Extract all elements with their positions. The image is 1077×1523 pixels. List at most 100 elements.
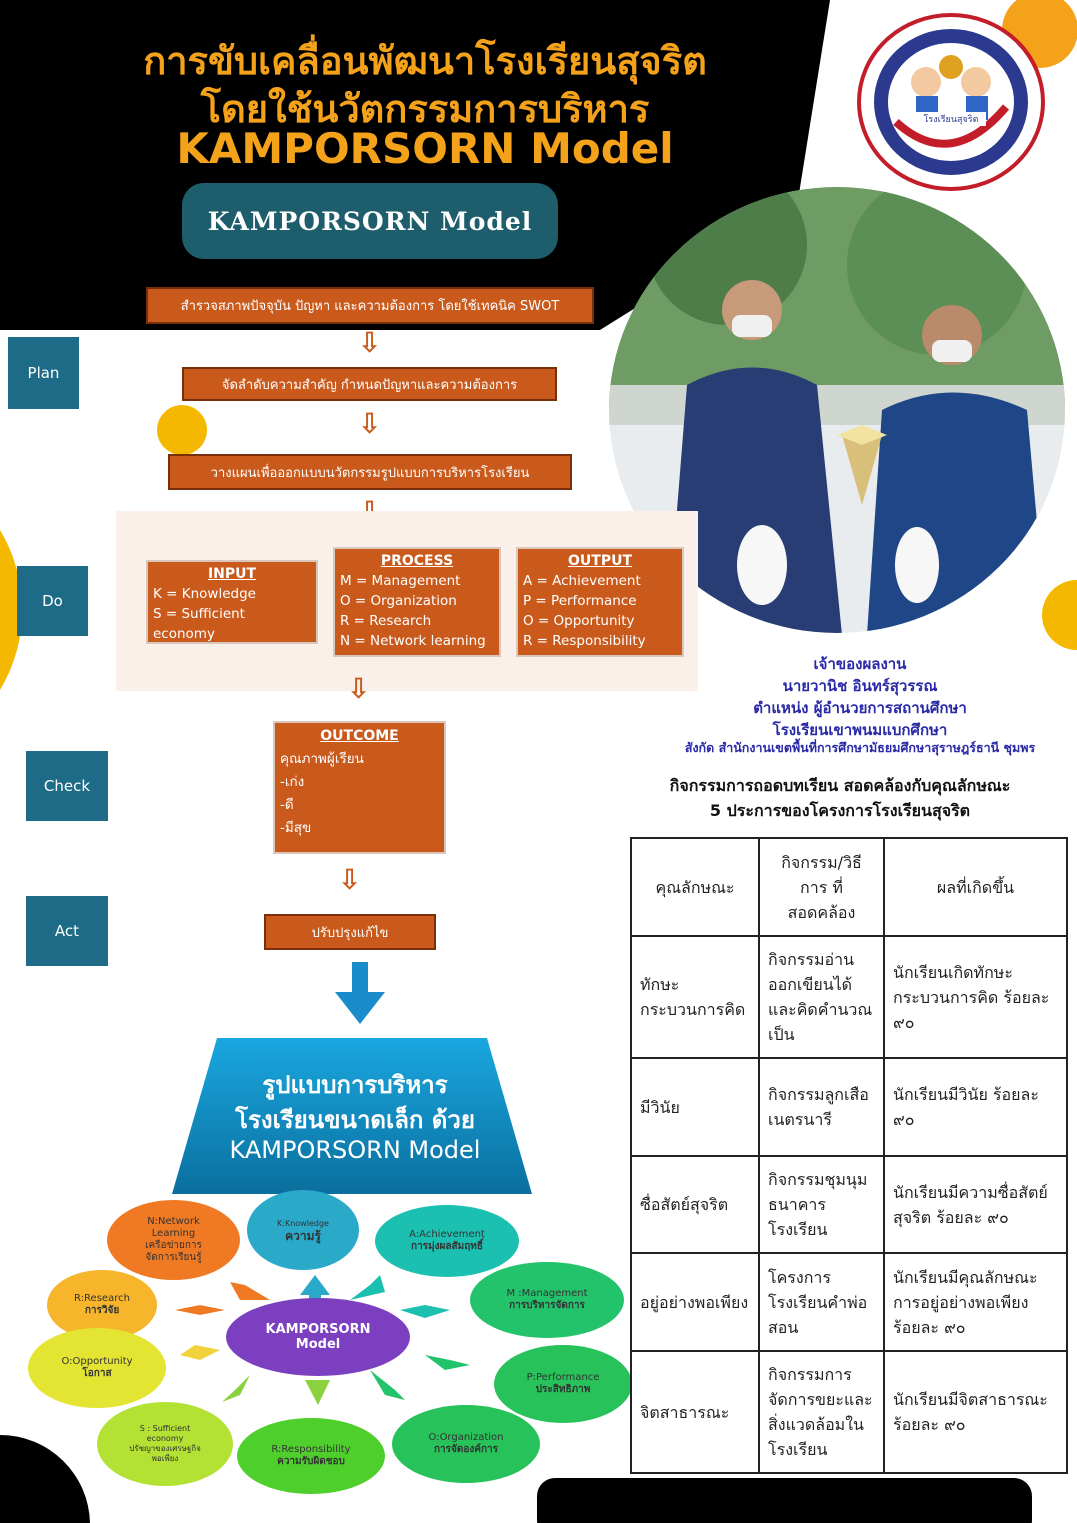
outcome-item: -ดี xyxy=(280,797,294,813)
arrow-down-icon: ⇩ xyxy=(347,672,371,705)
output-item: O = Opportunity xyxy=(523,613,635,629)
input-item: K = Knowledge xyxy=(153,586,256,602)
table-cell: กิจกรรมชุมนุมธนาคารโรงเรียน xyxy=(758,1155,885,1254)
table-cell: กิจกรรมลูกเสือ เนตรนารี xyxy=(758,1057,885,1157)
step-survey: สำรวจสภาพปัจจุบัน ปัญหา และความต้องการ โ… xyxy=(146,287,594,324)
wheel-label-th: การมุ่งผลสัมฤทธิ์ xyxy=(411,1241,483,1252)
output-panel: OUTPUT A = Achievement P = Performance O… xyxy=(516,547,684,657)
table-cell: อยู่อย่างพอเพียง xyxy=(630,1252,760,1352)
outcome-item: -เก่ง xyxy=(280,774,305,790)
wheel-label: เครือข่ายการ xyxy=(145,1240,202,1251)
wheel-label-th: โอกาส xyxy=(82,1368,112,1379)
table-cell: กิจกรรมอ่านออกเขียนได้และคิดคำนวณเป็น xyxy=(758,935,885,1059)
characteristics-table: คุณลักษณะ กิจกรรม/วิธีการ ที่สอดคล้อง ผล… xyxy=(630,837,1068,1474)
wheel-sufficient: S : Sufficient economy ปรัชญาของเศรษฐกิจ… xyxy=(97,1402,233,1486)
outcome-item: -มีสุข xyxy=(280,820,312,836)
outcome-panel: OUTCOME คุณภาพผู้เรียน -เก่ง -ดี -มีสุข xyxy=(273,721,446,854)
wheel-label-th: ความรู้ xyxy=(285,1229,321,1243)
model-badge: KAMPORSORN Model xyxy=(182,183,558,259)
wheel-knowledge: K:Knowledge ความรู้ xyxy=(247,1190,359,1270)
wheel-network: N:Network Learning เครือข่ายการ จัดการเร… xyxy=(107,1200,240,1280)
arrow-down-icon: ⇩ xyxy=(338,863,362,896)
wheel-label: O:Organization xyxy=(428,1432,504,1443)
table-row: ทักษะกระบวนการคิด กิจกรรมอ่านออกเขียนได้… xyxy=(630,935,1068,1059)
wheel-label: พอเพียง xyxy=(151,1454,179,1463)
step-improve: ปรับปรุงแก้ไข xyxy=(264,914,436,950)
pyramid-banner xyxy=(172,1038,532,1194)
table-cell: ซื่อสัตย์สุจริต xyxy=(630,1155,760,1254)
table-cell: นักเรียนเกิดทักษะกระบวนการคิด ร้อยละ ๙๐ xyxy=(883,935,1068,1059)
wheel-achievement: A:Achievement การมุ่งผลสัมฤทธิ์ xyxy=(375,1205,519,1277)
table-cell: โครงการโรงเรียนคำพ่อสอน xyxy=(758,1252,885,1352)
step-prioritize: จัดลำดับความสำคัญ กำหนดปัญหาและความต้องก… xyxy=(182,367,557,401)
process-item: N = Network learning xyxy=(340,633,486,649)
wheel-center-line: Model xyxy=(295,1337,341,1352)
table-header-cell: คุณลักษณะ xyxy=(630,837,760,937)
table-cell: มีวินัย xyxy=(630,1057,760,1157)
owner-name: นายวานิช อินทร์สุวรรณ xyxy=(782,677,938,695)
table-cell: จิตสาธารณะ xyxy=(630,1350,760,1474)
wheel-label-th: การจัดองค์การ xyxy=(433,1444,498,1455)
owner-heading: เจ้าของผลงาน xyxy=(813,655,907,673)
table-cell: นักเรียนมีคุณลักษณะการอยู่อย่างพอเพียง ร… xyxy=(883,1252,1068,1352)
outcome-heading: OUTCOME xyxy=(320,728,399,744)
wheel-label-th: การบริหารจัดการ xyxy=(509,1300,585,1311)
output-heading: OUTPUT xyxy=(568,553,632,569)
title-line-3: KAMPORSORN Model xyxy=(176,124,674,173)
outcome-item: คุณภาพผู้เรียน xyxy=(280,751,364,767)
title-line-2: โดยใช้นวัตกรรมการบริหาร xyxy=(200,87,650,131)
table-row: มีวินัย กิจกรรมลูกเสือ เนตรนารี นักเรียน… xyxy=(630,1057,1068,1157)
table-row: ซื่อสัตย์สุจริต กิจกรรมชุมนุมธนาคารโรงเร… xyxy=(630,1155,1068,1254)
table-cell: ทักษะกระบวนการคิด xyxy=(630,935,760,1059)
process-item: O = Organization xyxy=(340,593,457,609)
arrow-down-icon: ⇩ xyxy=(358,326,382,359)
wheel-label: K:Knowledge xyxy=(277,1219,329,1228)
wheel-arrows xyxy=(175,1275,470,1405)
input-item: S = Sufficient economy xyxy=(153,606,245,642)
table-row: อยู่อย่างพอเพียง โครงการโรงเรียนคำพ่อสอน… xyxy=(630,1252,1068,1352)
wheel-label: S : Sufficient xyxy=(139,1424,191,1433)
input-heading: INPUT xyxy=(207,566,257,582)
wheel-label: R:Responsibility xyxy=(271,1444,351,1455)
table-title-line-2: 5 ประการของโครงการโรงเรียนสุจริต xyxy=(709,801,971,820)
table-header-cell: ผลที่เกิดขึ้น xyxy=(883,837,1068,937)
title-line-1: การขับเคลื่อนพัฒนาโรงเรียนสุจริต xyxy=(143,39,707,83)
wheel-management: M :Management การบริหารจัดการ xyxy=(470,1262,624,1338)
phase-act: Act xyxy=(26,896,108,966)
wheel-label: M :Management xyxy=(506,1288,588,1299)
wheel-label: A:Achievement xyxy=(409,1229,485,1240)
wheel-label: จัดการเรียนรู้ xyxy=(145,1252,202,1263)
wheel-opportunity: O:Opportunity โอกาส xyxy=(28,1328,166,1408)
owner-position: ตำแหน่ง ผู้อำนวยการสถานศึกษา xyxy=(753,699,967,717)
wheel-label: Learning xyxy=(151,1228,196,1239)
wheel-label: R:Research xyxy=(74,1293,130,1304)
pyramid-line-3: KAMPORSORN Model xyxy=(229,1136,481,1164)
wheel-label: O:Opportunity xyxy=(61,1356,133,1367)
wheel-label-th: ความรับผิดชอบ xyxy=(277,1456,345,1467)
table-row: จิตสาธารณะ กิจกรรมการจัดการขยะและสิ่งแวด… xyxy=(630,1350,1068,1474)
award-photo xyxy=(609,187,1065,633)
wheel-organization: O:Organization การจัดองค์การ xyxy=(392,1405,540,1483)
table-cell: นักเรียนมีความซื่อสัตย์สุจริต ร้อยละ ๙๐ xyxy=(883,1155,1068,1254)
phase-check: Check xyxy=(26,751,108,821)
wheel-label: economy xyxy=(146,1434,184,1443)
wheel-label-th: การวิจัย xyxy=(84,1305,120,1316)
logo-inner-label: โรงเรียนสุจริต xyxy=(916,112,986,126)
school-logo xyxy=(857,13,1045,191)
phase-do: Do xyxy=(17,566,88,636)
owner-affiliation: สังกัด สำนักงานเขตพื้นที่การศึกษามัธยมศึ… xyxy=(684,740,1036,755)
pyramid-line-2: โรงเรียนขนาดเล็ก ด้วย xyxy=(235,1106,475,1134)
process-item: M = Management xyxy=(340,573,461,589)
phase-plan: Plan xyxy=(8,337,79,409)
wheel-center-line: KAMPORSORN xyxy=(265,1322,371,1337)
arrow-down-icon: ⇩ xyxy=(358,407,382,440)
step-plan-design: วางแผนเพื่อออกแบบนวัตกรรมรูปแบบการบริหาร… xyxy=(168,454,572,490)
process-heading: PROCESS xyxy=(380,553,454,569)
process-panel: PROCESS M = Management O = Organization … xyxy=(333,547,501,657)
wheel-label: N:Network xyxy=(147,1216,200,1227)
pyramid-line-1: รูปแบบการบริหาร xyxy=(262,1071,448,1099)
table-title-line-1: กิจกรรมการถอดบทเรียน สอดคล้องกับคุณลักษณ… xyxy=(669,776,1011,795)
owner-school: โรงเรียนเขาพนมแบกศึกษา xyxy=(772,721,948,739)
wheel-label: ปรัชญาของเศรษฐกิจ xyxy=(129,1444,201,1453)
input-panel: INPUT K = Knowledge S = Sufficient econo… xyxy=(146,560,318,644)
